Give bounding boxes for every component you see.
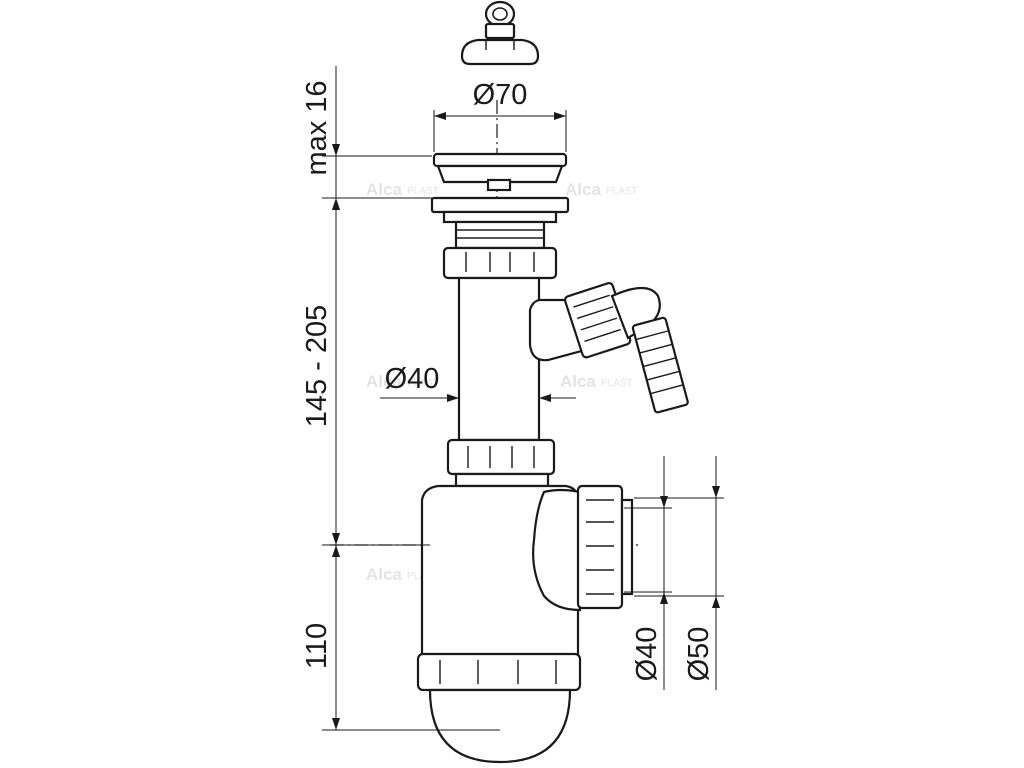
strainer-flange xyxy=(432,152,568,168)
vertical-tube xyxy=(457,276,541,442)
middle-nut-body xyxy=(446,438,556,476)
outlet-nut-lip xyxy=(620,498,634,596)
strainer-screw xyxy=(486,178,512,192)
svg-text:Alca: Alca xyxy=(366,565,402,584)
outlet-outer-diameter-label: Ø50 xyxy=(683,627,715,682)
tube-length-label: 145 - 205 xyxy=(301,305,333,428)
svg-text:Alca: Alca xyxy=(565,180,601,199)
strainer-bowl xyxy=(436,164,564,184)
outlet-inner-diameter-label: Ø40 xyxy=(631,627,663,682)
upper-nut-body xyxy=(442,246,558,280)
svg-text:PLAST: PLAST xyxy=(407,378,439,389)
outlet-nut-body xyxy=(576,484,624,610)
dimension-tube-diameter: Ø40 xyxy=(380,363,576,402)
stopper-plug xyxy=(460,0,540,66)
dimension-top-diameter: Ø70 xyxy=(433,79,567,152)
svg-text:PLAST: PLAST xyxy=(606,186,638,197)
bottle-trap xyxy=(416,484,582,764)
strainer-thread xyxy=(454,220,546,250)
stopper-cap xyxy=(460,38,540,66)
svg-text:Alca: Alca xyxy=(366,180,402,199)
bottle-cap xyxy=(428,688,572,764)
svg-text:PLAST: PLAST xyxy=(601,378,633,389)
outlet-diameter-dimensions: Ø40 Ø50 xyxy=(624,456,724,690)
upper-nut xyxy=(442,246,558,280)
svg-text:Alca: Alca xyxy=(560,372,596,391)
side-hose-connector xyxy=(528,281,689,414)
strainer-washer xyxy=(442,210,558,224)
bottle-height-label: 110 xyxy=(301,623,333,669)
svg-text:Alca: Alca xyxy=(366,372,402,391)
tube-diameter-label: Ø40 xyxy=(385,363,440,395)
vertical-tube-body xyxy=(457,276,541,442)
stopper-neck xyxy=(484,22,516,40)
watermark-3: Alca PLAST xyxy=(366,372,439,391)
hose-barb xyxy=(631,316,689,414)
sink-strainer xyxy=(430,152,570,250)
left-vertical-dimensions: max 16 145 - 205 110 xyxy=(301,66,500,731)
middle-nut xyxy=(446,438,556,488)
svg-text:PLAST: PLAST xyxy=(407,186,439,197)
outlet-nut xyxy=(576,484,634,610)
watermark-2: Alca PLAST xyxy=(565,180,638,199)
strainer-lower-flange xyxy=(430,196,570,214)
middle-nut-washer xyxy=(454,472,550,488)
watermark-4: Alca PLAST xyxy=(560,372,633,391)
stopper-height-label: max 16 xyxy=(301,80,333,175)
watermark-1: Alca PLAST xyxy=(366,180,439,199)
top-diameter-label: Ø70 xyxy=(473,79,528,111)
outlet-branch xyxy=(532,488,582,612)
